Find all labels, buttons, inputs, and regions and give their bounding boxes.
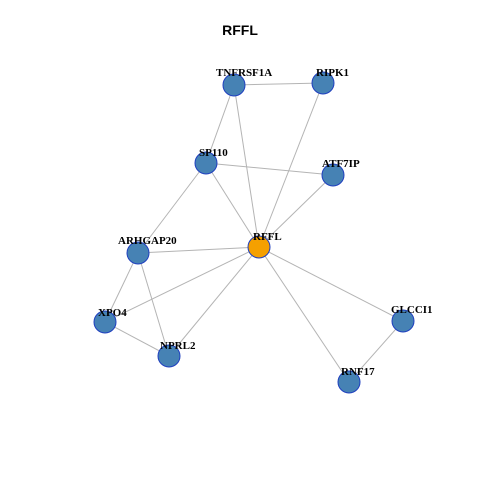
node-glcci1[interactable] (391, 309, 415, 333)
node-label-rnf17: RNF17 (341, 366, 375, 378)
node-xpo4[interactable] (93, 310, 117, 334)
edge-arhgap20-nprl2 (137, 252, 170, 357)
edge-arhgap20-rffl (137, 246, 260, 254)
edge-arhgap20-xpo4 (104, 252, 139, 323)
edge-sp110-atf7ip (205, 162, 334, 176)
edge-tnfrsf1a-ripk1 (233, 82, 324, 86)
edge-sp110-arhgap20 (137, 162, 207, 254)
edge-layer (104, 82, 404, 383)
edge-rffl-nprl2 (168, 246, 260, 357)
node-label-ripk1: RIPK1 (316, 67, 349, 79)
node-tnfrsf1a[interactable] (222, 73, 246, 97)
node-label-arhgap20: ARHGAP20 (118, 235, 177, 247)
edge-xpo4-nprl2 (104, 321, 170, 357)
node-atf7ip[interactable] (321, 163, 345, 187)
edge-rffl-rnf17 (258, 246, 350, 383)
node-sp110[interactable] (194, 151, 218, 175)
node-nprl2[interactable] (157, 344, 181, 368)
edge-glcci1-rnf17 (348, 320, 404, 383)
node-rnf17[interactable] (337, 370, 361, 394)
edge-rffl-glcci1 (258, 246, 404, 322)
graph-title: RFFL (222, 22, 258, 38)
node-label-atf7ip: ATF7IP (322, 158, 360, 170)
node-label-glcci1: GLCCI1 (391, 304, 433, 316)
node-rffl[interactable] (247, 235, 271, 259)
edge-rffl-xpo4 (104, 246, 260, 323)
node-label-tnfrsf1a: TNFRSF1A (216, 67, 272, 79)
edge-tnfrsf1a-sp110 (205, 84, 235, 164)
edge-ripk1-rffl (258, 82, 324, 248)
node-layer (93, 71, 415, 394)
edge-atf7ip-rffl (258, 174, 334, 248)
node-label-sp110: SP110 (199, 147, 228, 159)
node-label-nprl2: NPRL2 (160, 340, 196, 352)
node-label-xpo4: XPO4 (98, 307, 127, 319)
node-label-rffl: RFFL (253, 231, 282, 243)
node-arhgap20[interactable] (126, 241, 150, 265)
edge-sp110-rffl (205, 162, 260, 248)
edge-tnfrsf1a-rffl (233, 84, 260, 248)
node-ripk1[interactable] (311, 71, 335, 95)
